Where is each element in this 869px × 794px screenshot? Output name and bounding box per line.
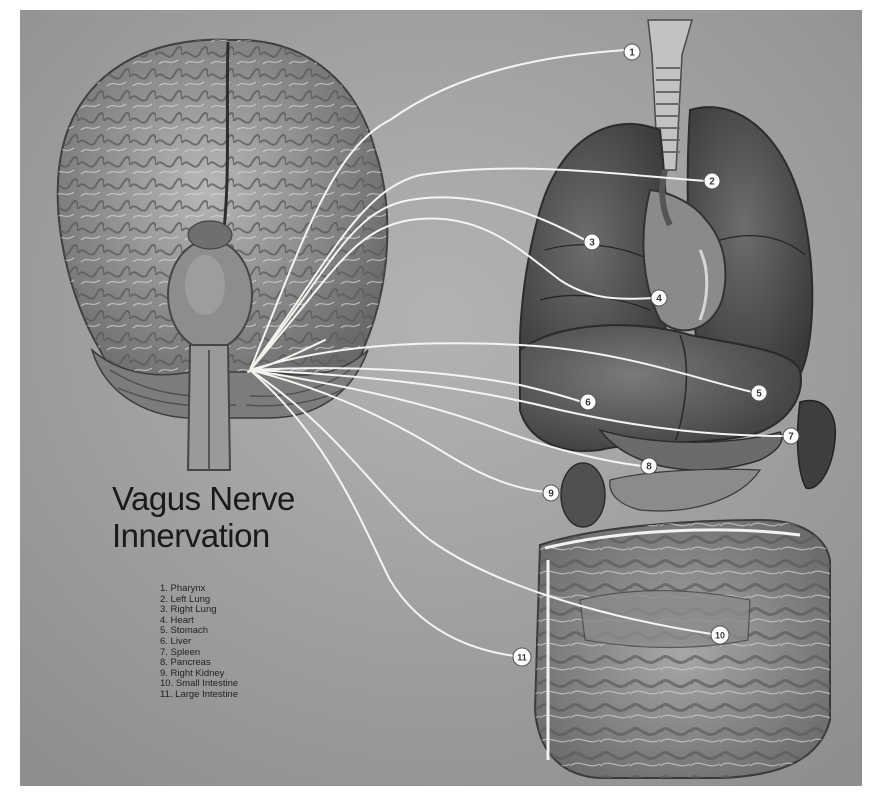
marker-1: 1 [624,44,640,60]
marker-7: 7 [783,428,799,444]
marker-7-label: 7 [788,432,794,443]
legend-list: 1. Pharynx 2. Left Lung 3. Right Lung 4.… [160,584,238,701]
marker-2-label: 2 [709,177,715,188]
marker-3-label: 3 [589,238,595,249]
legend-item: 11. Large Intestine [160,690,238,701]
marker-8: 8 [641,458,657,474]
marker-10: 10 [711,626,729,644]
title-line-1: Vagus Nerve [112,480,295,517]
marker-11: 11 [513,648,531,666]
marker-5: 5 [751,385,767,401]
intestines [535,520,830,778]
marker-9-label: 9 [548,489,554,500]
marker-3: 3 [584,234,600,250]
legend-item: 6. Liver [160,637,238,648]
marker-8-label: 8 [646,462,652,473]
legend-item: 1. Pharynx [160,584,238,595]
marker-6: 6 [580,394,596,410]
diagram-title: Vagus Nerve Innervation [112,480,295,554]
marker-4: 4 [651,290,667,306]
marker-6-label: 6 [585,398,591,409]
marker-4-label: 4 [656,294,662,305]
marker-9: 9 [543,485,559,501]
marker-10-label: 10 [715,631,725,641]
marker-1-label: 1 [629,48,635,59]
marker-2: 2 [704,173,720,189]
marker-5-label: 5 [756,389,762,400]
title-line-2: Innervation [112,517,295,554]
marker-11-label: 11 [517,653,527,663]
